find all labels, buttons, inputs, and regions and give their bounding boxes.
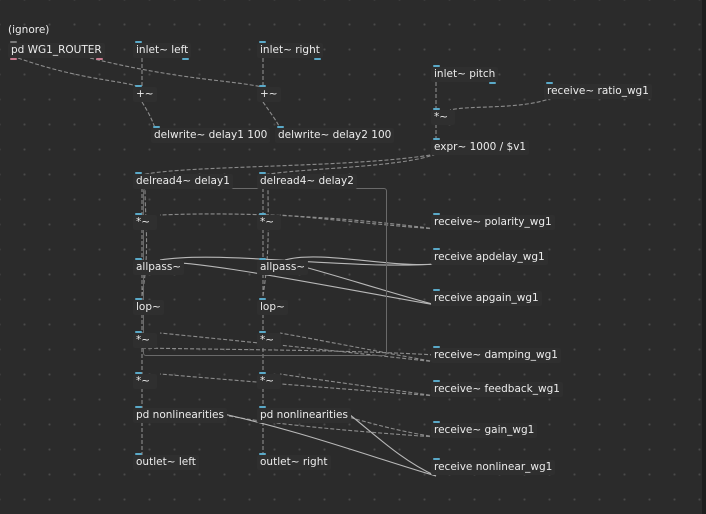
object-label: lop~ [260, 301, 285, 313]
object-label: *~ [136, 334, 151, 346]
cord [209, 410, 437, 477]
object-receive-nonlinear[interactable]: receive nonlinear_wg1 [431, 458, 556, 475]
object-label: inlet~ pitch [434, 68, 496, 80]
object-label: +~ [136, 88, 154, 100]
object-label: delwrite~ delay2 100 [278, 129, 392, 141]
object-receive-polarity[interactable]: receive~ polarity_wg1 [431, 213, 555, 230]
object-mul-damping-right[interactable]: *~ [257, 331, 281, 348]
object-label: outlet~ right [260, 456, 328, 468]
object-plus-left[interactable]: +~ [133, 85, 157, 102]
object-receive-feedback[interactable]: receive~ feedback_wg1 [431, 380, 563, 397]
object-receive-apgain[interactable]: receive apgain_wg1 [431, 289, 542, 306]
object-mul-polarity-right[interactable]: *~ [257, 213, 281, 230]
object-label: *~ [136, 375, 151, 387]
object-label: +~ [260, 88, 278, 100]
cord [262, 101, 281, 129]
cord [279, 373, 437, 397]
cord [159, 332, 437, 363]
object-plus-right[interactable]: +~ [257, 85, 281, 102]
object-nonlinearities-right[interactable]: pd nonlinearities [257, 406, 351, 423]
object-inlet-right[interactable]: inlet~ right [257, 41, 323, 60]
cord [262, 187, 269, 297]
object-outlet-right[interactable]: outlet~ right [257, 453, 331, 470]
object-allpass-left[interactable]: allpass~ [133, 258, 185, 275]
object-label: receive~ polarity_wg1 [434, 216, 552, 228]
cord [17, 57, 141, 88]
cord [279, 214, 437, 230]
cord [141, 347, 437, 356]
outlet-port[interactable] [95, 58, 103, 60]
object-expr[interactable]: expr~ 1000 / $v1 [431, 138, 530, 155]
object-label: pd nonlinearities [260, 409, 348, 421]
object-receive-gain[interactable]: receive~ gain_wg1 [431, 421, 538, 438]
object-label: pd WG1_ROUTER [11, 44, 102, 56]
object-delwrite-2[interactable]: delwrite~ delay2 100 [275, 126, 395, 143]
object-label: allpass~ [260, 261, 306, 273]
object-mul-pitch[interactable]: *~ [431, 108, 455, 125]
object-receive-damping[interactable]: receive~ damping_wg1 [431, 346, 561, 363]
outlet-port[interactable] [313, 58, 321, 60]
object-inlet-left[interactable]: inlet~ left [133, 41, 192, 60]
object-label: delwrite~ delay1 100 [154, 129, 268, 141]
cord [262, 153, 437, 176]
object-delwrite-1[interactable]: delwrite~ delay1 100 [151, 126, 271, 143]
object-label: receive nonlinear_wg1 [434, 461, 553, 473]
outlet-port[interactable] [10, 58, 17, 60]
object-label: receive apdelay_wg1 [434, 251, 545, 263]
cord [344, 410, 437, 477]
cord [319, 408, 437, 438]
object-label: lop~ [136, 301, 161, 313]
object-label: *~ [260, 216, 275, 228]
object-delread-2[interactable]: delread4~ delay2 [257, 172, 357, 189]
cord [449, 97, 553, 111]
object-label: *~ [260, 375, 275, 387]
object-label: pd nonlinearities [136, 409, 224, 421]
cord [89, 57, 263, 88]
object-receive-apdelay[interactable]: receive apdelay_wg1 [431, 248, 548, 265]
object-label: inlet~ left [136, 44, 189, 56]
object-label: delread4~ delay1 [136, 175, 230, 187]
ignore-comment: (ignore) [8, 24, 50, 36]
object-label: receive~ gain_wg1 [434, 424, 535, 436]
object-label: receive~ ratio_wg1 [547, 85, 649, 97]
object-delread-1[interactable]: delread4~ delay1 [133, 172, 233, 189]
window-edge [702, 0, 706, 514]
object-label: allpass~ [136, 261, 182, 273]
outlet-port[interactable] [489, 82, 497, 84]
object-label: *~ [434, 111, 449, 123]
cord [141, 101, 156, 129]
cord [284, 256, 437, 266]
object-receive-ratio[interactable]: receive~ ratio_wg1 [544, 82, 652, 99]
object-label: *~ [260, 334, 275, 346]
object-label: outlet~ left [136, 456, 196, 468]
object-mul-polarity-left[interactable]: *~ [133, 213, 157, 230]
cord [279, 332, 437, 363]
object-inlet-pitch[interactable]: inlet~ pitch [431, 65, 499, 84]
object-label: receive~ feedback_wg1 [434, 383, 560, 395]
object-label: receive~ damping_wg1 [434, 349, 558, 361]
object-wg1-router[interactable]: pd WG1_ROUTER [8, 41, 105, 60]
outlet-port[interactable] [182, 58, 190, 60]
object-mul-damping-left[interactable]: *~ [133, 331, 157, 348]
cord [159, 373, 437, 397]
object-label: receive apgain_wg1 [434, 292, 539, 304]
object-lop-left[interactable]: lop~ [133, 298, 164, 315]
object-label: expr~ 1000 / $v1 [434, 141, 527, 153]
object-label: inlet~ right [260, 44, 320, 56]
cord [141, 187, 148, 297]
object-lop-right[interactable]: lop~ [257, 298, 288, 315]
object-allpass-right[interactable]: allpass~ [257, 258, 309, 275]
object-label: *~ [136, 216, 151, 228]
object-mul-feedback-right[interactable]: *~ [257, 372, 281, 389]
object-outlet-left[interactable]: outlet~ left [133, 453, 199, 470]
cord [141, 153, 437, 176]
object-label: delread4~ delay2 [260, 175, 354, 187]
object-nonlinearities-left[interactable]: pd nonlinearities [133, 406, 227, 423]
object-mul-feedback-left[interactable]: *~ [133, 372, 157, 389]
